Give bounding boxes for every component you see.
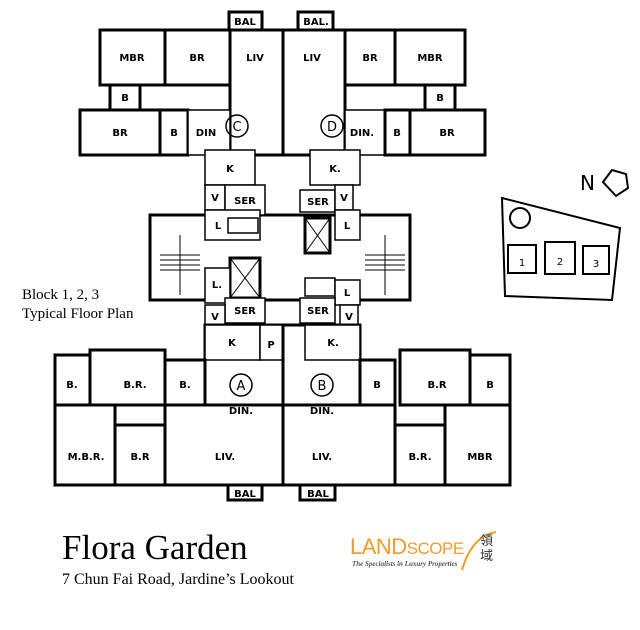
north-arrow: N <box>580 168 630 198</box>
room-label: BR <box>439 128 455 139</box>
room-label: M.B.R. <box>68 452 105 463</box>
room-label: B <box>486 380 494 391</box>
property-title: Flora Garden <box>62 528 248 567</box>
north-arrow-icon <box>601 168 630 198</box>
room-label: DIN. <box>310 406 334 417</box>
room-label: B <box>373 380 381 391</box>
room-label: BR <box>362 53 378 64</box>
room-label: BAL. <box>303 17 329 28</box>
room-label: MBR <box>119 53 145 64</box>
room-label: MBR <box>417 53 443 64</box>
room-label: DIN. <box>229 406 253 417</box>
svg-text:1: 1 <box>519 258 525 269</box>
room-label: P <box>267 340 274 351</box>
landscope-logo: LANDSCOPE The Specialists in Luxury Prop… <box>350 531 510 574</box>
caption-blocks: Block 1, 2, 3 <box>22 287 100 303</box>
room-label: K. <box>329 164 341 175</box>
room-label: B <box>436 93 444 104</box>
room-label: MBR <box>467 452 493 463</box>
room-label: SER <box>307 197 329 208</box>
unit-letter: C <box>232 120 241 135</box>
room-label: V <box>211 312 219 323</box>
room-label: L <box>344 221 351 232</box>
room-label: BR <box>112 128 128 139</box>
room-label: LIV <box>303 53 321 64</box>
room-label: B <box>170 128 178 139</box>
logo-arc-icon <box>461 531 497 571</box>
room-label: B.R. <box>408 452 431 463</box>
caption-plan-type: Typical Floor Plan <box>22 306 134 322</box>
room-label: DIN <box>196 128 216 139</box>
room-label: SER <box>234 196 256 207</box>
room-label: BAL <box>234 489 256 500</box>
room-label: SER <box>307 306 329 317</box>
room-label: V <box>211 193 219 204</box>
unit-letter: B <box>318 379 327 394</box>
room-label: LIV. <box>312 452 332 463</box>
room-label: L. <box>212 280 222 291</box>
room-label: B.R <box>130 452 149 463</box>
room-label: DIN. <box>350 128 374 139</box>
room-label: B.R <box>427 380 446 391</box>
site-plan: 1 2 3 <box>500 196 622 302</box>
room-label: B. <box>66 380 77 391</box>
room-label: K <box>226 164 235 175</box>
core: K K. V SER SER V L L L. L SER SER V V <box>148 149 412 326</box>
unit-a: K P B. B.R. B. A DIN. M.B.R. B.R LIV. BA… <box>53 323 285 502</box>
room-label: V <box>340 193 348 204</box>
room-label: BR <box>189 53 205 64</box>
property-address: 7 Chun Fai Road, Jardine’s Lookout <box>62 571 294 588</box>
room-label: L <box>215 221 222 232</box>
unit-d: BAL. LIV BR MBR B DIN. B BR D <box>281 10 487 157</box>
room-label: B <box>393 128 401 139</box>
room-label: L <box>344 288 351 299</box>
room-label: B <box>121 93 129 104</box>
unit-letter: A <box>237 379 246 394</box>
plan-caption: Block 1, 2, 3 Typical Floor Plan <box>22 286 133 324</box>
room-label: SER <box>234 306 256 317</box>
room-label: BAL <box>307 489 329 500</box>
room-label: K. <box>327 338 339 349</box>
room-label: K <box>228 338 237 349</box>
unit-letter: D <box>327 120 337 135</box>
room-label: B.R. <box>123 380 146 391</box>
svg-text:N: N <box>580 171 595 195</box>
unit-b: K. B B.R B B DIN. LIV. B.R. MBR BAL <box>281 323 512 502</box>
room-label: V <box>345 312 353 323</box>
svg-text:2: 2 <box>557 257 563 268</box>
room-label: LIV <box>246 53 264 64</box>
svg-text:3: 3 <box>593 259 599 270</box>
room-label: BAL <box>234 17 256 28</box>
room-label: LIV. <box>215 452 235 463</box>
room-label: B. <box>179 380 190 391</box>
unit-c: BAL MBR BR LIV B BR B DIN C <box>78 10 285 157</box>
